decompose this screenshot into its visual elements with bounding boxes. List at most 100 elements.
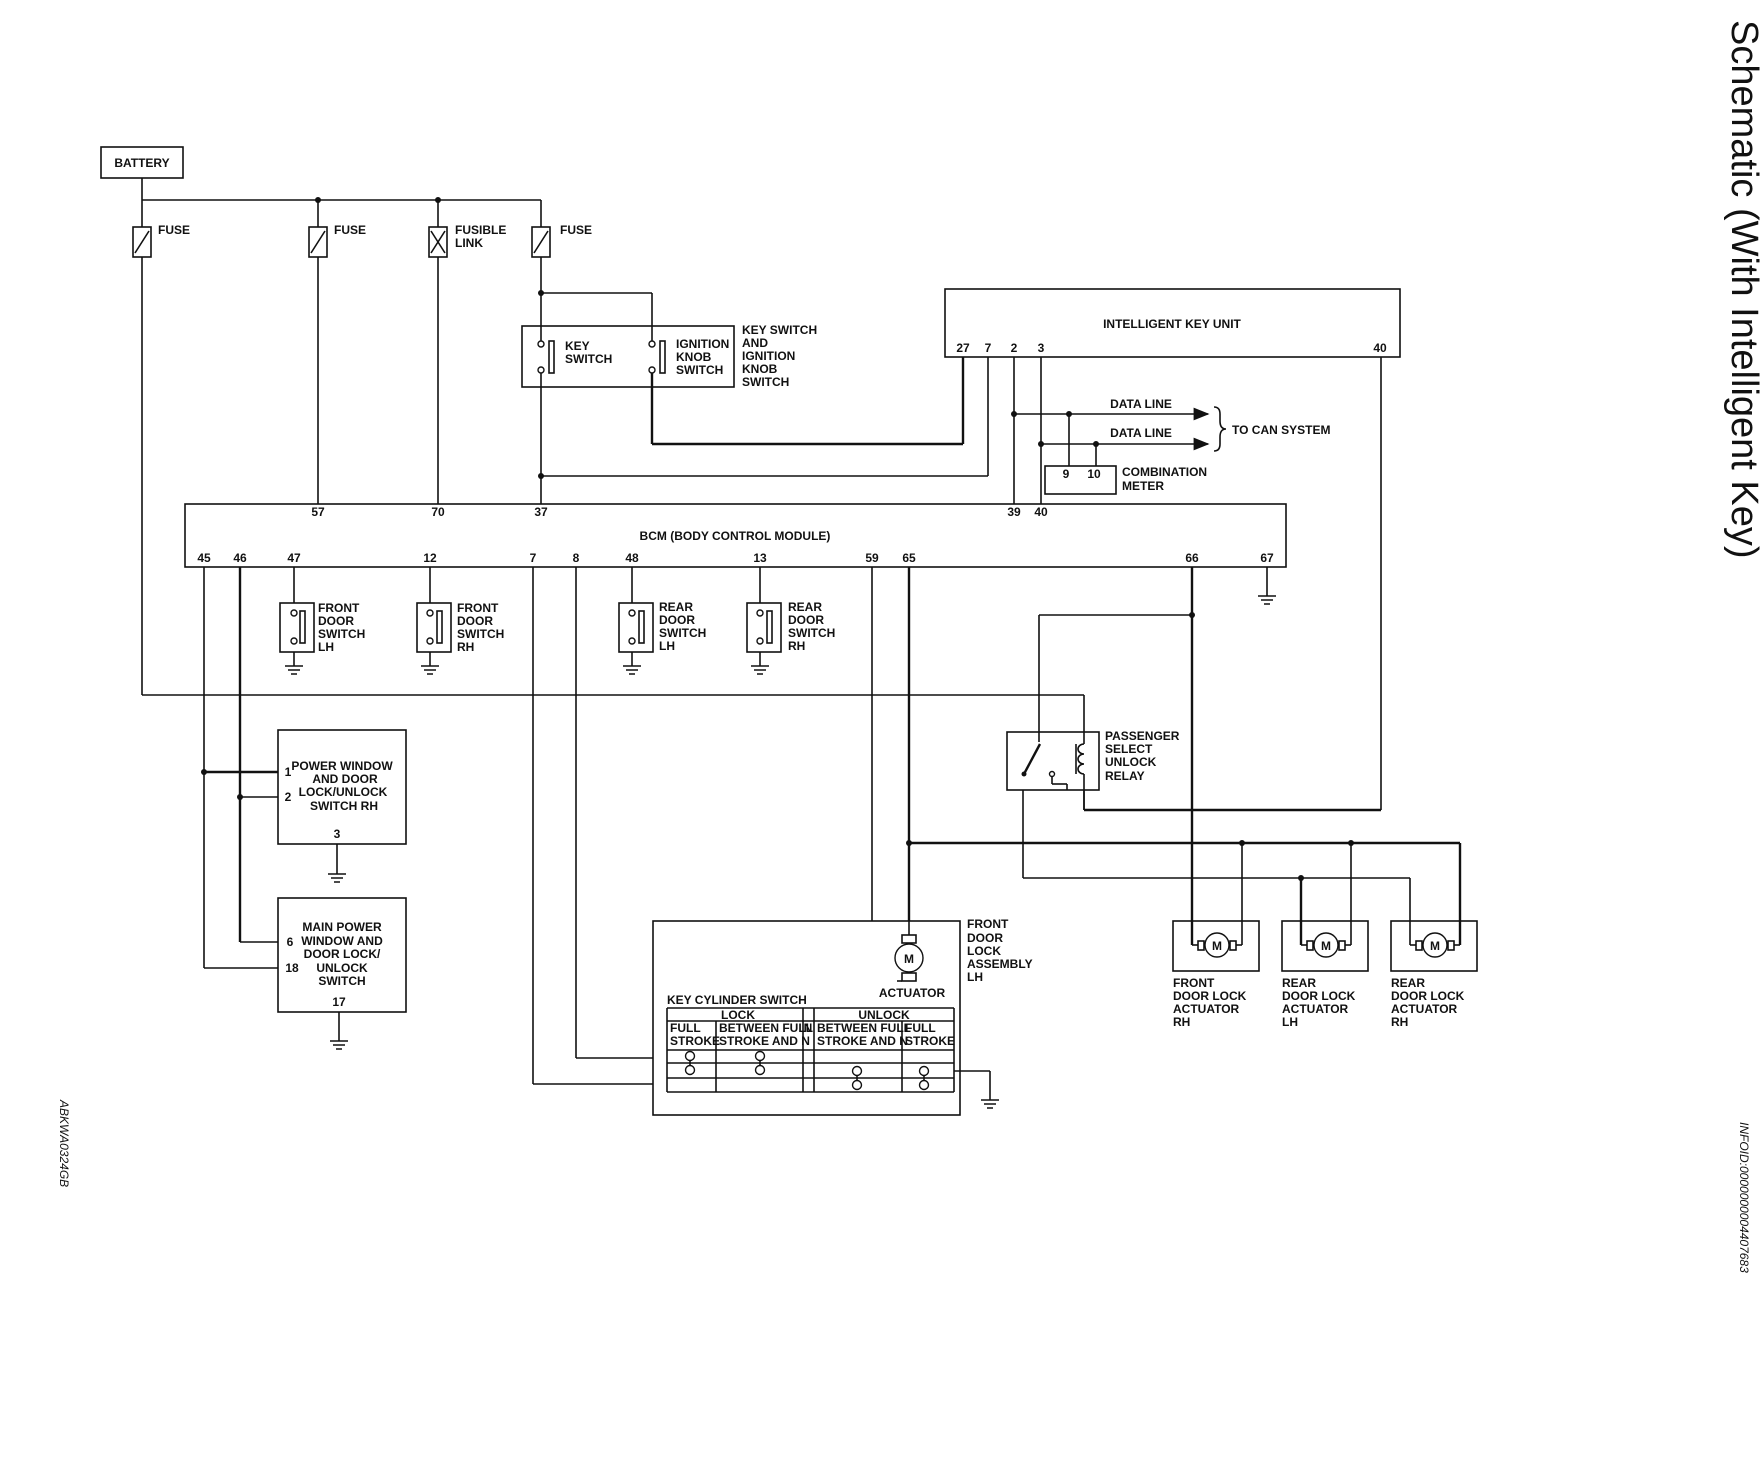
kcs-col2-line2: STROKE AND N (719, 1034, 810, 1048)
fusible-link-label-2: LINK (455, 236, 483, 250)
relay-label-1: PASSENGER (1105, 729, 1180, 743)
bcm-pin-7: 7 (530, 551, 537, 565)
fuse-2: FUSE (308, 200, 366, 258)
front-rh-label-2: DOOR LOCK (1173, 989, 1247, 1003)
page-title: Schematic (With Intelligent Key) (1723, 20, 1762, 559)
front-door-switch-rh-label-4: RH (457, 640, 474, 654)
bcm-pin-59: 59 (865, 551, 879, 565)
front-rh-label-3: ACTUATOR (1173, 1002, 1240, 1016)
bcm-pin-57: 57 (311, 505, 325, 519)
bcm-pin-66: 66 (1185, 551, 1199, 565)
bcm-pin-67: 67 (1260, 551, 1274, 565)
intelligent-key-unit: INTELLIGENT KEY UNIT 27 7 2 3 40 (944, 288, 1401, 358)
rear-door-switch-rh-label-3: SWITCH (788, 626, 835, 640)
main-pw-pin-17: 17 (332, 995, 346, 1009)
rear-door-switch-rh-label-4: RH (788, 639, 805, 653)
iku-pin-40: 40 (1373, 341, 1387, 355)
rear-door-switch-lh-label-2: DOOR (659, 613, 695, 627)
main-pw-label-3: DOOR LOCK/ (304, 947, 381, 961)
meter-pin-9: 9 (1063, 467, 1070, 481)
key-switch-label-2: SWITCH (565, 352, 612, 366)
rear-door-switch-lh-label-4: LH (659, 639, 675, 653)
iku-label: INTELLIGENT KEY UNIT (1103, 317, 1241, 331)
rear-lh-label-3: ACTUATOR (1282, 1002, 1349, 1016)
kcs-title: KEY CYLINDER SWITCH (667, 993, 807, 1007)
front-door-lock-actuator-rh: M FRONT DOOR LOCK ACTUATOR RH (1172, 920, 1260, 1029)
front-lh-label-2: DOOR (967, 931, 1003, 945)
bcm-pin-65: 65 (902, 551, 916, 565)
main-pw-pin-18: 18 (285, 961, 299, 975)
main-pw-label-2: WINDOW AND (301, 934, 383, 948)
key-switch-title-3: IGNITION (742, 349, 795, 363)
pw-rh-pin-3: 3 (334, 827, 341, 841)
iku-pin-3: 3 (1038, 341, 1045, 355)
iku-pin-27: 27 (956, 341, 970, 355)
data-line-label-2: DATA LINE (1110, 426, 1172, 440)
bcm-pin-45: 45 (197, 551, 211, 565)
bcm-label: BCM (BODY CONTROL MODULE) (640, 529, 831, 543)
pw-rh-label-1: POWER WINDOW (291, 759, 393, 773)
rear-rh-label-3: ACTUATOR (1391, 1002, 1458, 1016)
front-rh-motor-symbol: M (1212, 939, 1222, 953)
kcs-contact-lock-full (684, 1050, 696, 1076)
main-pw-label-5: SWITCH (318, 974, 365, 988)
rear-door-switch-lh-label-1: REAR (659, 600, 693, 614)
rear-lh-motor-symbol: M (1321, 939, 1331, 953)
front-lh-label-3: LOCK (967, 944, 1001, 958)
kcs-col4-line1: FULL (905, 1021, 936, 1035)
main-power-window-door-lock-switch: MAIN POWER WINDOW AND DOOR LOCK/ UNLOCK … (277, 897, 407, 1013)
key-switch-label-1: KEY (565, 339, 590, 353)
combination-meter: 9 10 COMBINATION METER (1044, 465, 1207, 495)
bcm-pin-37: 37 (534, 505, 548, 519)
to-can-system-label: TO CAN SYSTEM (1232, 423, 1330, 437)
pw-rh-label-3: LOCK/UNLOCK (299, 785, 388, 799)
meter-label-1: COMBINATION (1122, 465, 1207, 479)
front-lh-label-1: FRONT (967, 917, 1009, 931)
pw-rh-pin-1: 1 (285, 765, 292, 779)
main-pw-label-1: MAIN POWER (302, 920, 382, 934)
main-pw-label-4: UNLOCK (316, 961, 368, 975)
front-door-switch-lh-label-2: DOOR (318, 614, 354, 628)
power-window-door-lock-switch-rh: POWER WINDOW AND DOOR LOCK/UNLOCK SWITCH… (277, 729, 407, 845)
front-rh-label-4: RH (1173, 1015, 1190, 1029)
ignition-knob-label-1: IGNITION (676, 337, 729, 351)
rear-rh-label-1: REAR (1391, 976, 1425, 990)
rear-rh-label-2: DOOR LOCK (1391, 989, 1465, 1003)
kcs-contact-lock-between (754, 1050, 766, 1076)
meter-pin-10: 10 (1087, 467, 1101, 481)
rear-rh-label-4: RH (1391, 1015, 1408, 1029)
front-door-switch-rh-label-3: SWITCH (457, 627, 504, 641)
data-line-label-1: DATA LINE (1110, 397, 1172, 411)
fusible-link-label-1: FUSIBLE (455, 223, 506, 237)
bcm-pin-8: 8 (573, 551, 580, 565)
rear-door-switch-lh: REAR DOOR SWITCH LH (618, 567, 706, 675)
iku-pin-2: 2 (1011, 341, 1018, 355)
bcm-pin-46: 46 (233, 551, 247, 565)
actuator-label: ACTUATOR (879, 986, 946, 1000)
key-switch-title-2: AND (742, 336, 768, 350)
rear-door-switch-rh-label-1: REAR (788, 600, 822, 614)
fuse-4-label: FUSE (560, 223, 592, 237)
front-door-switch-lh-label-1: FRONT (318, 601, 360, 615)
rear-door-lock-actuator-lh: M REAR DOOR LOCK ACTUATOR LH (1281, 920, 1369, 1029)
bcm-pin-13: 13 (753, 551, 767, 565)
kcs-contact-unlock-between (851, 1065, 863, 1091)
front-door-switch-lh: FRONT DOOR SWITCH LH (279, 567, 365, 675)
bcm-pin-12: 12 (423, 551, 437, 565)
front-door-switch-lh-label-4: LH (318, 640, 334, 654)
figure-code: ABKWA0324GB (57, 1099, 71, 1187)
key-switch-assembly: KEY SWITCH IGNITION KNOB SWITCH KEY SWIT… (521, 323, 817, 389)
fuse-1-label: FUSE (158, 223, 190, 237)
front-door-switch-rh: FRONT DOOR SWITCH RH (416, 567, 504, 675)
ignition-knob-label-2: KNOB (676, 350, 712, 364)
bcm-pin-70: 70 (431, 505, 445, 519)
kcs-contact-unlock-full (918, 1065, 930, 1091)
fusible-link: FUSIBLE LINK (428, 200, 506, 258)
battery: BATTERY (100, 146, 184, 179)
kcs-col1-line2: STROKE (670, 1034, 720, 1048)
kcs-n-header: N (804, 1021, 813, 1035)
main-pw-pin-6: 6 (287, 935, 294, 949)
pw-rh-label-4: SWITCH RH (310, 799, 378, 813)
kcs-col3-line2: STROKE AND N (817, 1034, 908, 1048)
